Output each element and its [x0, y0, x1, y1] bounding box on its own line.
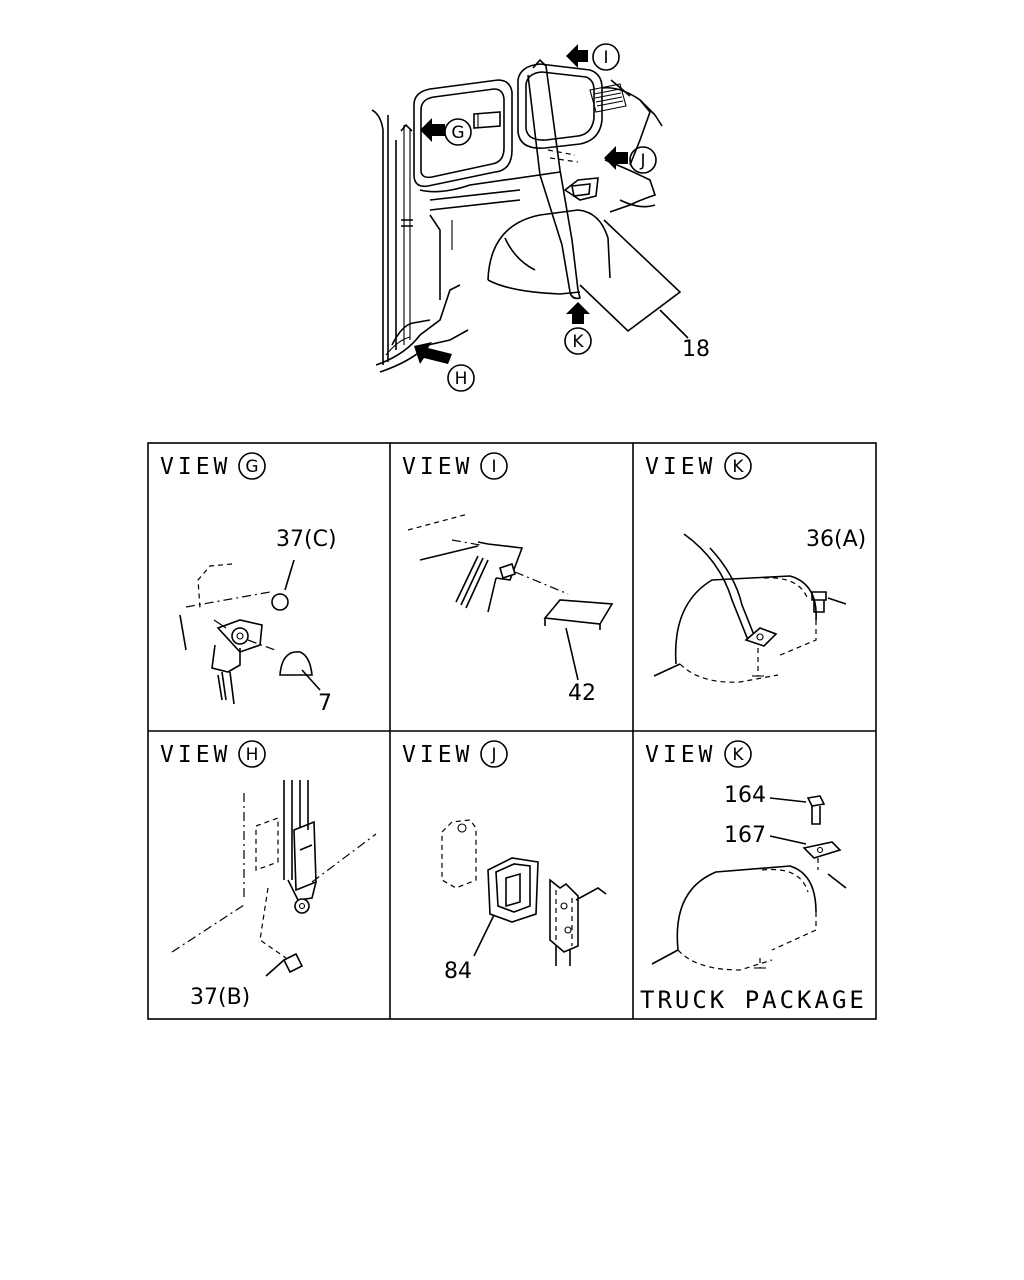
view-i-title: VIEW [402, 454, 473, 480]
view-arrow-k [566, 302, 590, 324]
view-arrow-g [420, 118, 445, 142]
view-g-callout-7: 7 [318, 691, 332, 716]
marker-h: H [447, 364, 475, 392]
view-j-title: VIEW [402, 742, 473, 768]
view-k2-callout-164: 164 [724, 783, 766, 808]
pillar-outline [371, 109, 413, 365]
part-18-leader [579, 219, 689, 339]
view-k2-panel: VIEW K 164 167 TRUCK PACKAGE [640, 740, 867, 1014]
views-grid [147, 442, 877, 1020]
view-j-callout-84: 84 [444, 959, 472, 984]
marker-j-letter: J [639, 151, 645, 171]
marker-k: K [564, 327, 592, 355]
view-h-title: VIEW [160, 742, 231, 768]
view-g-callout-37c: 37(C) [276, 527, 337, 552]
view-k2-letter: K [732, 745, 744, 765]
part-18-label: 18 [682, 337, 710, 362]
marker-i: I [592, 43, 620, 71]
marker-k-letter: K [572, 332, 584, 352]
rear-window [517, 63, 663, 166]
marker-g: G [444, 118, 472, 146]
view-k2-note: TRUCK PACKAGE [640, 986, 867, 1014]
marker-j: J [629, 146, 657, 174]
view-arrow-j [604, 146, 628, 170]
view-g-title: VIEW [160, 454, 231, 480]
view-h-panel: VIEW H 37(B) [160, 740, 377, 1010]
view-i-letter: I [491, 457, 496, 477]
view-k-letter: K [732, 457, 744, 477]
view-k-callout-36a: 36(A) [806, 527, 866, 552]
view-h-letter: H [246, 745, 259, 765]
view-k2-title: VIEW [645, 742, 716, 768]
view-arrow-i [566, 44, 588, 68]
view-j-letter: J [490, 745, 496, 765]
view-g-panel: VIEW G 37(C) 7 [160, 452, 337, 716]
view-g-letter: G [245, 457, 258, 477]
view-k2-callout-167: 167 [724, 823, 766, 848]
side-panel [419, 159, 657, 300]
view-k-panel: VIEW K 36(A) [645, 452, 866, 683]
marker-i-letter: I [603, 48, 608, 68]
view-j-panel: VIEW J 84 [402, 740, 607, 984]
view-i-panel: VIEW I 42 [402, 452, 614, 706]
marker-g-letter: G [451, 123, 464, 143]
view-arrow-h [414, 342, 452, 364]
quarter-window [413, 79, 513, 188]
view-k-title: VIEW [645, 454, 716, 480]
view-h-callout-37b: 37(B) [190, 985, 250, 1010]
view-i-callout-42: 42 [568, 681, 596, 706]
seat-belt [527, 58, 599, 300]
overview-drawing: G I J K H 18 [371, 43, 710, 392]
marker-h-letter: H [455, 369, 468, 389]
